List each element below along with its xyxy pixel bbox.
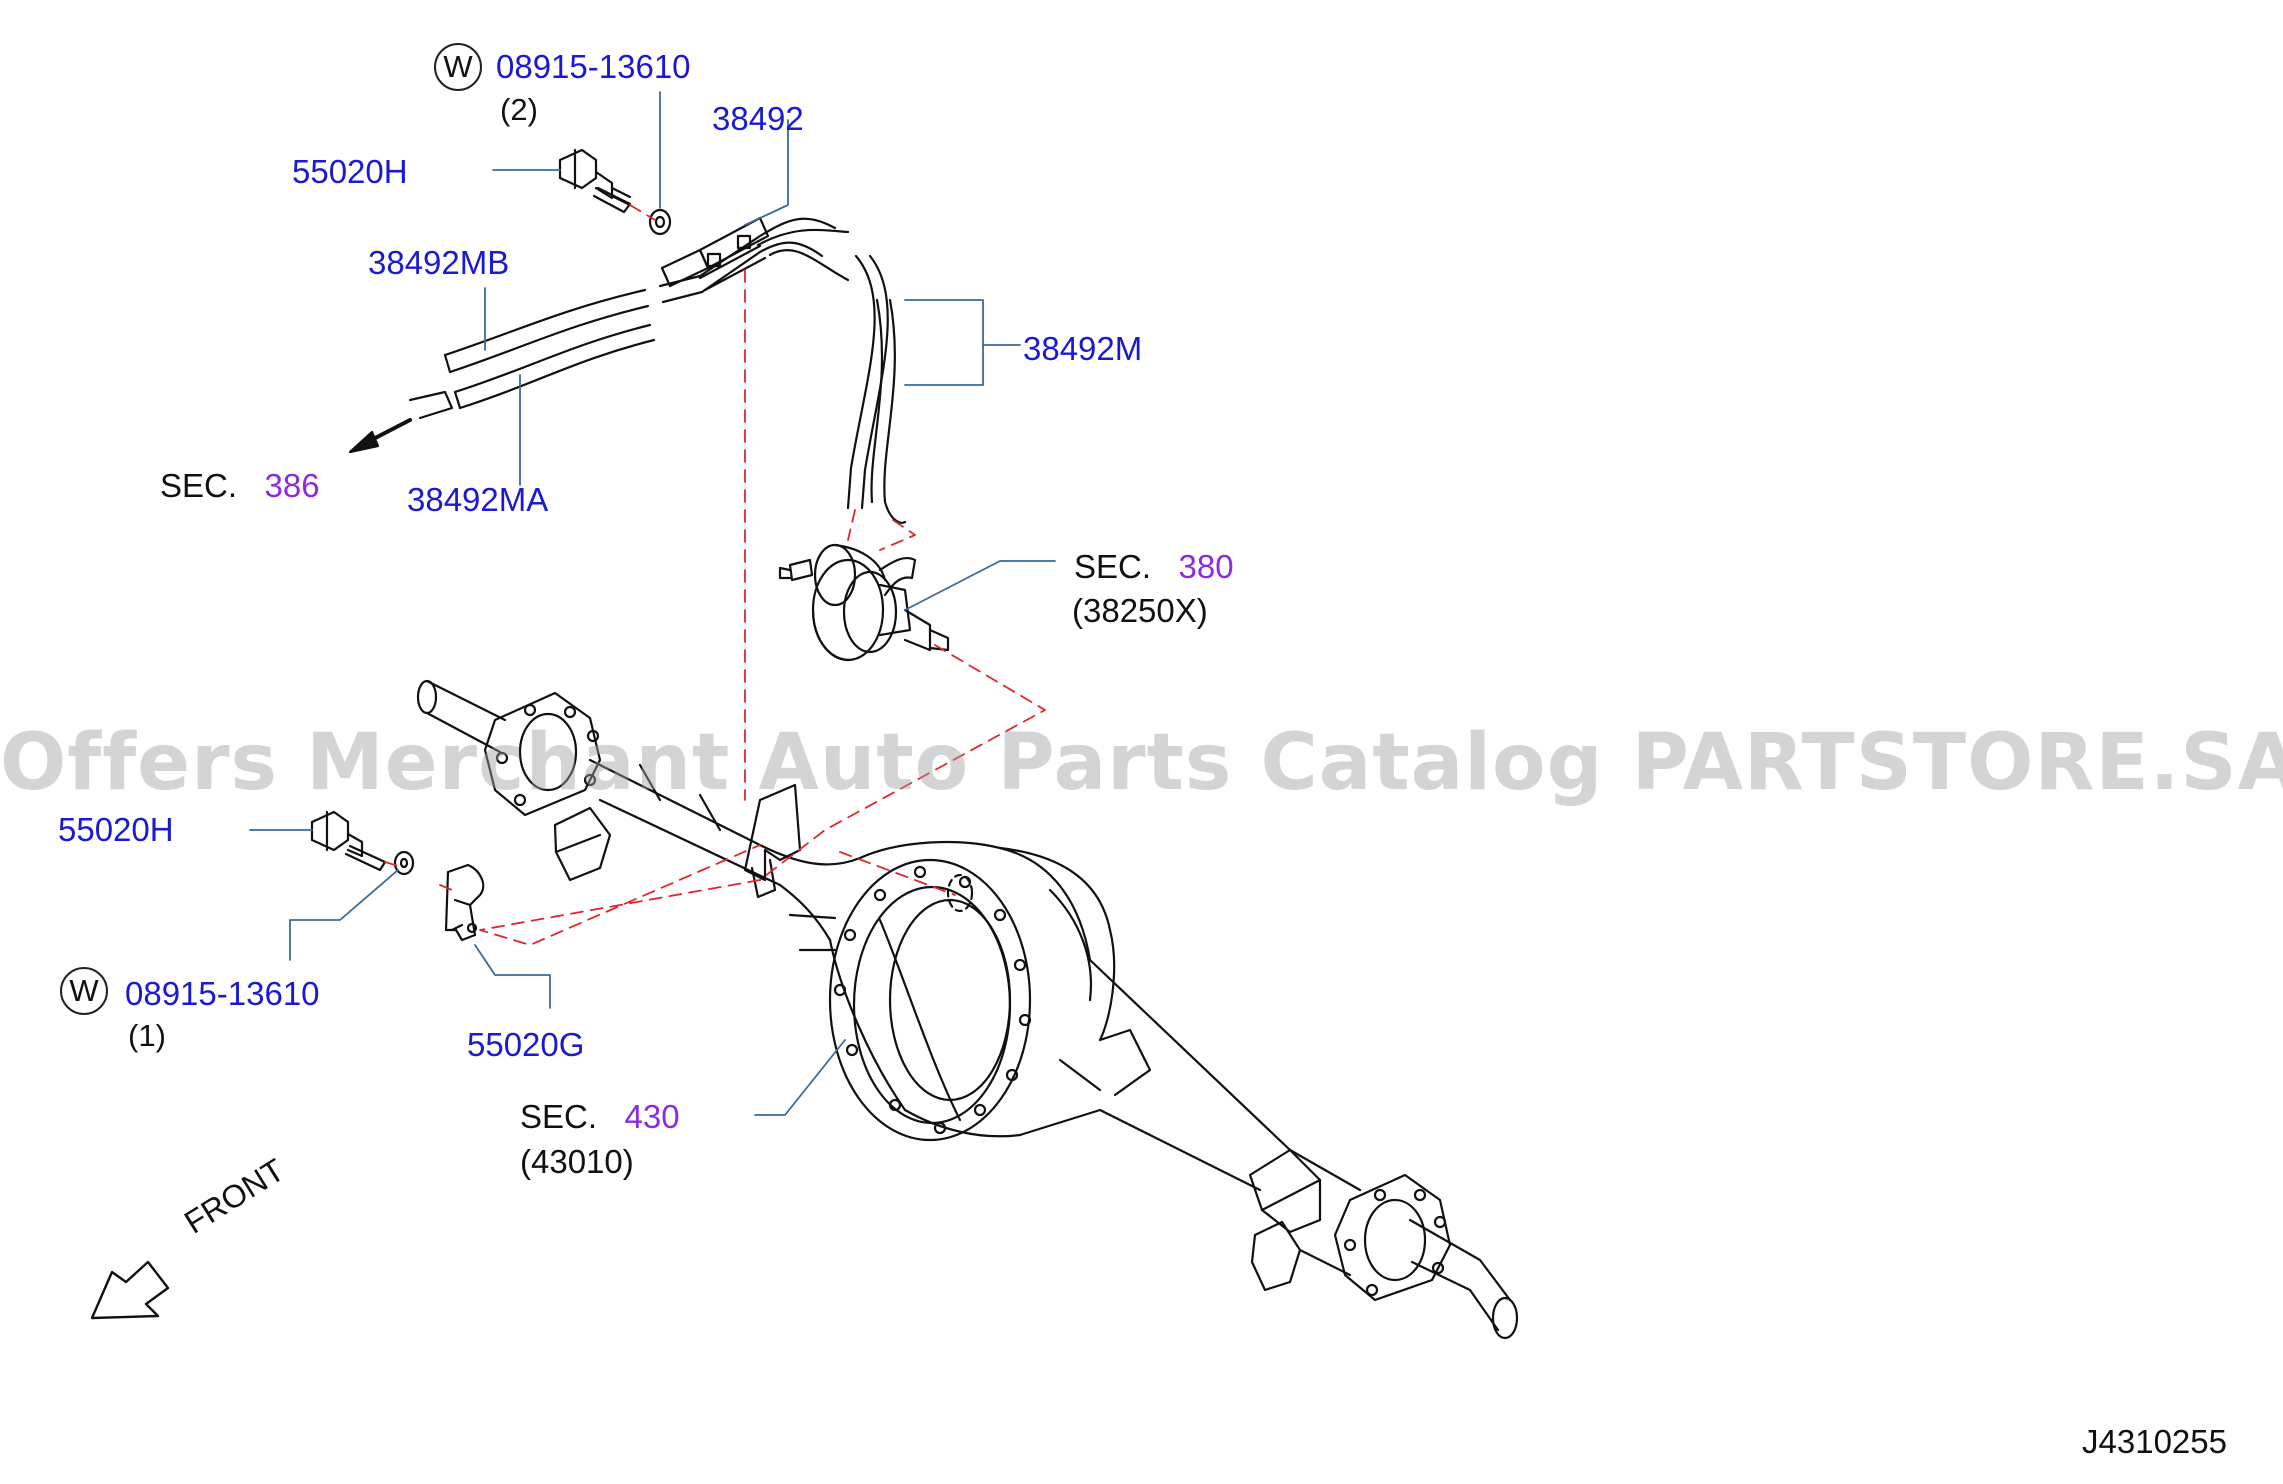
sec-386-label[interactable]: SEC. 386 [160,467,320,504]
part-label-38492MA[interactable]: 38492MA [407,481,549,518]
hose-38492MA [453,323,656,410]
part-label-38492[interactable]: 38492 [712,100,804,137]
washer-marker-top: W [434,43,482,91]
hose-38492M [846,254,907,524]
sec-380-number[interactable]: 380 [1178,548,1234,585]
hose-38492MB [443,274,704,374]
bolt-top [558,148,632,214]
sec386-arrow [348,390,454,454]
sec-430-number[interactable]: 430 [624,1098,680,1135]
dashed-routing [384,204,1046,946]
axle-housing [416,679,1519,1340]
sec-430-code: (43010) [520,1143,634,1180]
part-label-38492M[interactable]: 38492M [1023,330,1143,367]
sec-386-number[interactable]: 386 [264,467,320,504]
sec-380-label[interactable]: SEC. 380 [1074,548,1234,585]
hose-38492 [698,217,850,294]
part-label-55020H-top[interactable]: 55020H [292,153,408,190]
part-label-38492MB[interactable]: 38492MB [368,244,510,281]
watermark: Offers Merchant Auto Parts Catalog PARTS… [0,718,2283,808]
bracket-55020G [444,863,485,942]
part-label-55020H-lower[interactable]: 55020H [58,811,174,848]
front-arrow-icon [90,1260,170,1320]
part-label-08915-13610-top[interactable]: 08915-13610 [496,48,691,85]
sec-430-label[interactable]: SEC. 430 [520,1098,680,1135]
washer-marker-lower: W [60,967,108,1015]
bolt-lower [310,810,387,872]
breather-valve [778,543,950,662]
leader-lines [249,91,1056,1116]
sec-380-code: (38250X) [1072,592,1208,629]
washer-lower [393,850,415,876]
part-label-08915-13610-lower[interactable]: 08915-13610 [125,975,320,1012]
diagram-code: J4310255 [2082,1423,2227,1460]
qty-label-top: (2) [500,92,538,127]
qty-label-lower: (1) [128,1018,166,1053]
clip-block [660,216,770,292]
washer-top [648,208,672,236]
part-label-55020G[interactable]: 55020G [467,1026,585,1063]
